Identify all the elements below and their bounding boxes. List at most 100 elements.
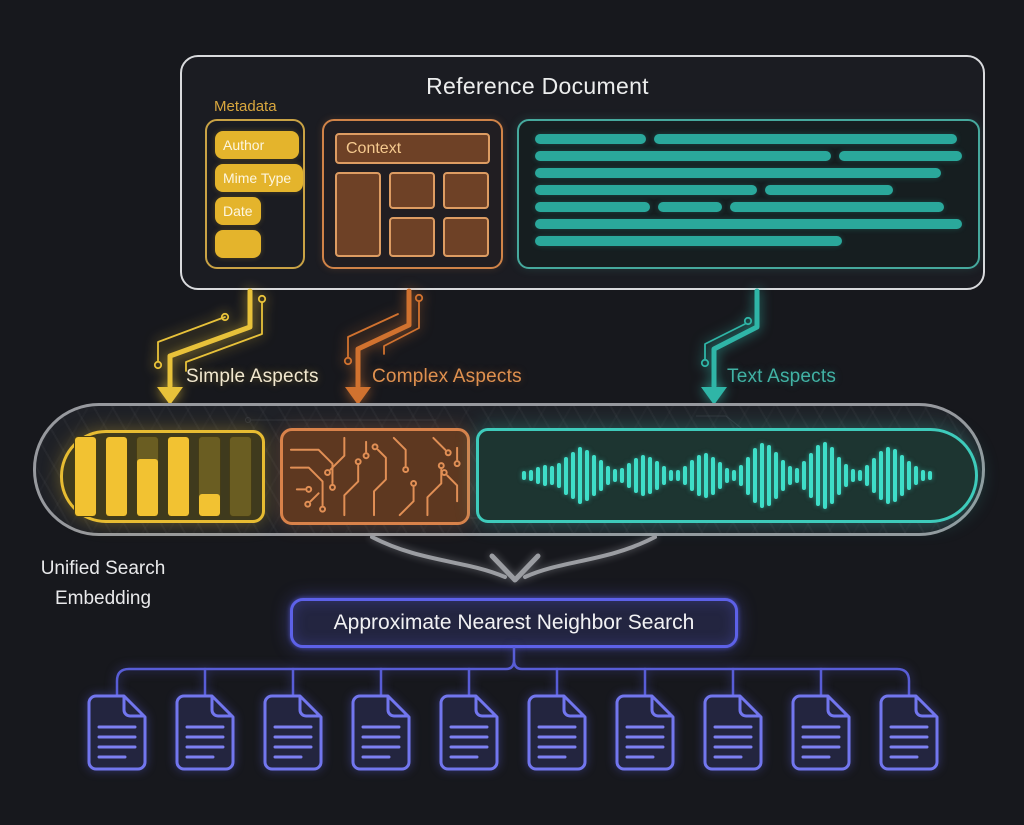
waveform-bar — [606, 465, 610, 486]
text-line-bar — [654, 134, 958, 144]
waveform-bar — [921, 469, 925, 482]
waveform-bar — [627, 463, 631, 488]
waveform-bar — [543, 464, 547, 487]
context-cell — [443, 217, 489, 257]
complex-aspects-label: Complex Aspects — [372, 366, 522, 387]
waveform-bar — [662, 466, 666, 485]
waveform-bar — [571, 451, 575, 500]
context-header: Context — [335, 133, 490, 164]
document-icon — [615, 694, 675, 771]
text-line-bar — [535, 202, 651, 212]
text-line-row — [535, 151, 962, 161]
embedding-bar — [166, 436, 190, 517]
waveform-bar — [788, 466, 792, 485]
waveform-bar — [816, 444, 820, 507]
embedding-bar — [197, 436, 221, 517]
embedding-bar — [228, 436, 252, 517]
ann-search-label: Approximate Nearest Neighbor Search — [333, 611, 695, 634]
waveform-bar — [585, 449, 589, 502]
waveform-bar — [837, 456, 841, 495]
embedding-bar — [73, 436, 97, 517]
waveform-bar — [557, 463, 561, 488]
text-line-bar — [535, 236, 843, 246]
text-line-bar — [730, 202, 944, 212]
metadata-pill — [215, 230, 261, 258]
waveform-bar — [795, 468, 799, 483]
waveform-bar — [928, 471, 932, 480]
document-icon — [351, 694, 411, 771]
waveform-bar — [613, 469, 617, 482]
document-icon — [175, 694, 235, 771]
reference-document-title: Reference Document — [426, 73, 649, 99]
document-icon — [87, 694, 147, 771]
waveform-bar — [907, 461, 911, 490]
document-icon — [527, 694, 587, 771]
text-line-row — [535, 219, 962, 229]
waveform-bar — [809, 453, 813, 498]
text-line-bar — [535, 168, 941, 178]
complex-embedding-segment — [280, 428, 470, 525]
embedding-bar — [104, 436, 128, 517]
waveform-bar — [683, 466, 687, 485]
ann-search-box: Approximate Nearest Neighbor Search — [290, 598, 738, 648]
waveform-bar — [774, 451, 778, 500]
unified-embedding-label: Unified Search Embedding — [20, 554, 186, 614]
waveform-bar — [879, 450, 883, 501]
waveform-bar — [529, 469, 533, 482]
text-line-bar — [535, 134, 647, 144]
context-cell — [389, 217, 435, 257]
document-icon — [703, 694, 763, 771]
waveform-bar — [823, 441, 827, 510]
metadata-pill: Mime Type — [215, 164, 303, 192]
document-icon — [791, 694, 851, 771]
metadata-pill: Author — [215, 131, 299, 159]
unified-embedding-label-line1: Unified Search — [40, 558, 166, 579]
waveform-bar — [900, 454, 904, 497]
text-line-row — [535, 168, 962, 178]
text-line-bars — [535, 134, 962, 246]
waveform-bar — [725, 468, 729, 483]
circuit-board-icon — [289, 436, 461, 517]
waveform-bar — [753, 448, 757, 503]
waveform-bar — [522, 471, 526, 480]
text-line-row — [535, 236, 962, 246]
waveform-bar — [732, 469, 736, 482]
metadata-label: Metadata — [214, 98, 277, 115]
waveform-bar — [648, 457, 652, 494]
waveform-bar — [718, 462, 722, 489]
waveform-bar — [802, 461, 806, 490]
waveform-bar — [592, 454, 596, 497]
waveform-bar — [760, 442, 764, 509]
document-text-preview — [517, 119, 980, 269]
metadata-pill: Date — [215, 197, 261, 225]
waveform-bar — [781, 459, 785, 492]
waveform-bar — [886, 446, 890, 505]
unified-embedding-label-line2: Embedding — [54, 588, 152, 609]
waveform-bar — [872, 458, 876, 493]
waveform-bar — [634, 458, 638, 493]
waveform-bar — [620, 468, 624, 483]
context-group: Context — [322, 119, 503, 269]
waveform-bar — [739, 464, 743, 487]
waveform-bar — [578, 447, 582, 504]
waveform-bar — [697, 454, 701, 497]
text-line-row — [535, 185, 962, 195]
text-line-bar — [535, 185, 758, 195]
waveform-bar — [641, 454, 645, 497]
text-line-row — [535, 134, 962, 144]
waveform-bar — [669, 469, 673, 482]
document-icon — [263, 694, 323, 771]
waveform-bar — [767, 444, 771, 507]
embedding-bars — [73, 436, 252, 517]
text-line-bar — [658, 202, 723, 212]
waveform-bar — [550, 466, 554, 485]
context-cell — [389, 172, 435, 209]
text-line-bar — [535, 151, 832, 161]
waveform-bar — [564, 456, 568, 495]
waveform-bar — [830, 447, 834, 504]
simple-embedding-segment — [60, 430, 265, 523]
